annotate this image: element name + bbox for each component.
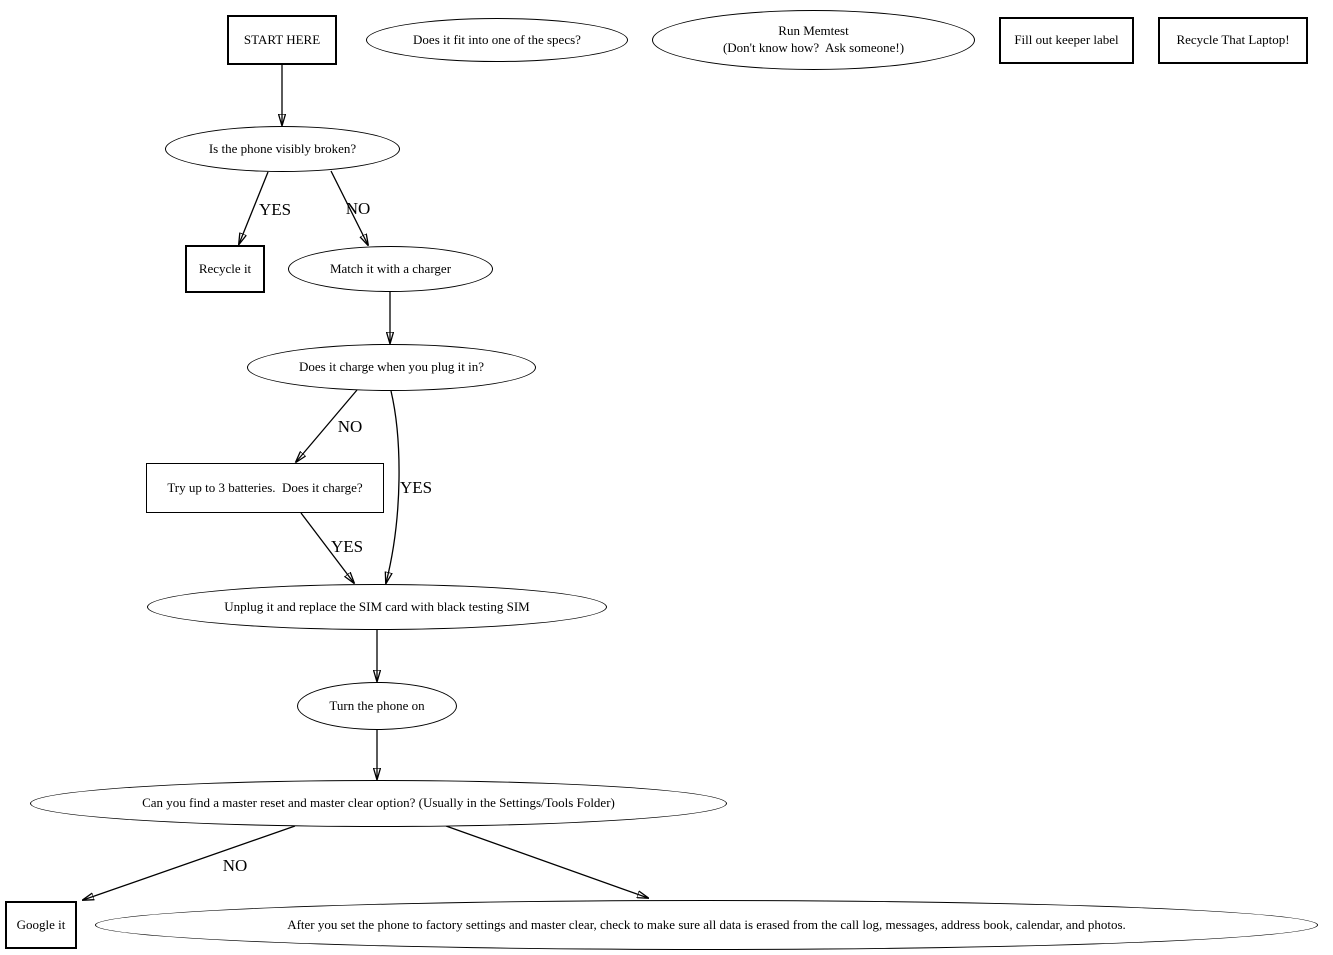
node-google-it: Google it xyxy=(5,901,77,949)
node-try-batteries: Try up to 3 batteries. Does it charge? xyxy=(146,463,384,513)
edge-label-broken-no: NO xyxy=(345,199,371,218)
node-factory-settings: After you set the phone to factory setti… xyxy=(95,900,1318,950)
node-visibly-broken: Is the phone visibly broken? xyxy=(165,126,400,172)
node-turn-phone-on: Turn the phone on xyxy=(297,682,457,730)
node-run-memtest: Run Memtest (Don't know how? Ask someone… xyxy=(652,10,975,70)
edge-broken-to-recycle xyxy=(239,171,269,244)
edge-charge-to-batteries xyxy=(296,389,358,462)
node-master-reset: Can you find a master reset and master c… xyxy=(30,780,727,827)
edge-label-charge-yes: YES xyxy=(399,478,433,497)
edge-label-master-no: NO xyxy=(222,856,248,875)
edge-master-to-factory xyxy=(445,825,648,898)
node-fit-specs: Does it fit into one of the specs? xyxy=(366,18,628,62)
node-recycle-it: Recycle it xyxy=(185,245,265,293)
node-replace-sim: Unplug it and replace the SIM card with … xyxy=(147,584,607,630)
edge-master-to-google xyxy=(83,825,296,900)
node-keeper-label: Fill out keeper label xyxy=(999,17,1134,64)
node-recycle-laptop: Recycle That Laptop! xyxy=(1158,17,1308,64)
node-match-charger: Match it with a charger xyxy=(288,246,493,292)
edge-label-broken-yes: YES xyxy=(258,200,292,219)
edge-label-charge-no: NO xyxy=(337,417,363,436)
node-does-it-charge: Does it charge when you plug it in? xyxy=(247,344,536,391)
edge-batteries-to-sim xyxy=(300,512,354,583)
edge-broken-to-charger xyxy=(330,170,368,245)
edge-label-batteries-yes: YES xyxy=(330,537,364,556)
node-start-here: START HERE xyxy=(227,15,337,65)
edge-charge-to-sim xyxy=(386,390,400,583)
